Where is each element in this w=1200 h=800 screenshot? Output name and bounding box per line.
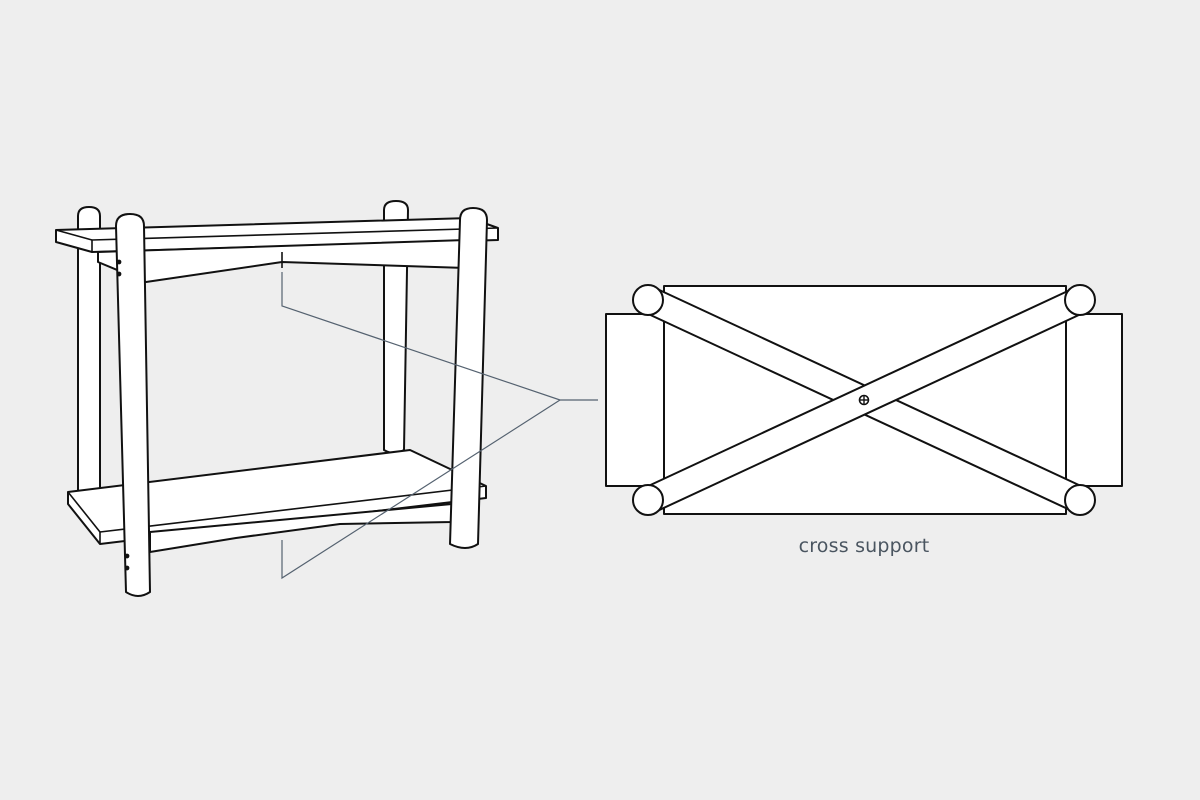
plan-leg-top-right	[1064, 284, 1096, 316]
front-left-leg	[115, 213, 151, 597]
lower-shelf	[67, 449, 487, 545]
plan-corner-legs	[632, 284, 1096, 516]
shelf-perspective-view	[55, 200, 499, 597]
plan-leg-top-left	[632, 284, 664, 316]
front-right-leg	[449, 207, 488, 549]
center-bolt-icon	[858, 394, 870, 406]
callout-caption: cross support	[798, 535, 930, 557]
callout-lines	[281, 272, 598, 580]
plan-leg-bottom-left	[632, 484, 664, 516]
plan-leg-bottom-right	[1064, 484, 1096, 516]
bolt-dots	[116, 259, 130, 571]
cross-support-top-view	[605, 284, 1123, 516]
back-left-leg	[77, 206, 101, 516]
